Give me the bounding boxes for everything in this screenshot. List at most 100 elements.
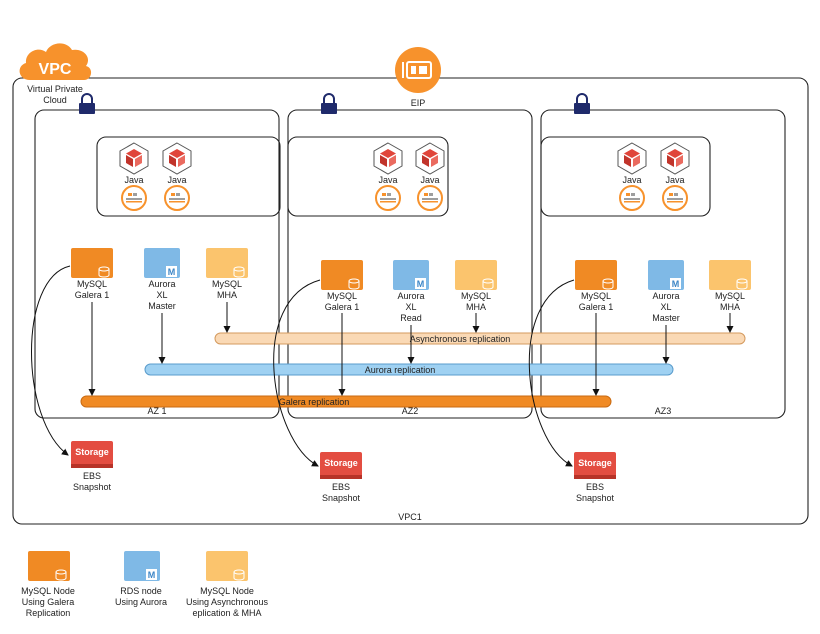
lock-icon — [573, 93, 591, 115]
app-tier-az2 — [287, 136, 449, 217]
aurora-node-icon — [648, 260, 684, 290]
db-label: XL — [405, 302, 416, 312]
vpc-caption-line2: Cloud — [43, 95, 67, 105]
vpc-badge: VPC — [39, 61, 72, 78]
java-cube-icon — [373, 142, 403, 175]
db-label: Galera 1 — [325, 302, 360, 312]
svg-text:EBS: EBS — [332, 482, 350, 492]
az2-label: AZ2 — [402, 406, 419, 416]
svg-text:Snapshot: Snapshot — [576, 493, 615, 503]
java-cube-icon — [415, 142, 445, 175]
db-label: MHA — [217, 290, 237, 300]
svg-text:MySQL Node: MySQL Node — [21, 586, 75, 596]
svg-text:Asynchronous replication: Asynchronous replication — [410, 334, 511, 344]
db-label: MySQL — [715, 291, 745, 301]
lock-icon — [78, 93, 96, 115]
db-label: MySQL — [77, 279, 107, 289]
svg-text:Snapshot: Snapshot — [322, 493, 361, 503]
eip-label: EIP — [411, 98, 426, 108]
aurora-replication-bar: Aurora replication — [144, 363, 674, 376]
mysql-mha-node-icon — [454, 259, 498, 291]
db-label: Master — [148, 301, 176, 311]
java-app-az3-1: Java — [617, 142, 647, 211]
app-tier-az1 — [96, 136, 281, 217]
svg-text:Java: Java — [378, 175, 397, 185]
process-icon — [164, 185, 190, 211]
storage-icon — [320, 452, 362, 479]
vpc-caption-line1: Virtual Private — [27, 84, 83, 94]
svg-text:Using Aurora: Using Aurora — [115, 597, 167, 607]
app-tier-az3 — [540, 136, 711, 217]
svg-text:Galera replication: Galera replication — [279, 397, 350, 407]
java-app-az3-2: Java — [660, 142, 690, 211]
svg-text:Using Galera: Using Galera — [22, 597, 75, 607]
java-app-az2-2: Java — [415, 142, 445, 211]
process-icon — [662, 185, 688, 211]
db-label: Aurora — [652, 291, 679, 301]
java-app-az2-1: Java — [373, 142, 403, 211]
db-label: MHA — [720, 302, 740, 312]
java-cube-icon — [119, 142, 149, 175]
mysql-galera-node-icon — [320, 259, 364, 291]
java-app-az1-2: Java — [162, 142, 192, 211]
svg-text:MySQL Node: MySQL Node — [200, 586, 254, 596]
aurora-node-icon — [393, 260, 429, 290]
db-label: XL — [156, 290, 167, 300]
legend-item-galera: MySQL Node Using Galera Replication — [21, 550, 75, 618]
eip-icon — [395, 47, 441, 93]
db-label: MySQL — [327, 291, 357, 301]
svg-text:Storage: Storage — [75, 447, 109, 457]
az3-boundary — [540, 109, 786, 419]
storage-icon — [71, 441, 113, 468]
java-cube-icon — [162, 142, 192, 175]
az1-boundary — [34, 109, 280, 419]
ebs-storage-az1: Storage EBS Snapshot — [71, 441, 113, 492]
legend: MySQL Node Using Galera Replication RDS … — [21, 550, 269, 618]
async-replication-bar: Asynchronous replication — [214, 332, 746, 345]
lock-icon — [320, 93, 338, 115]
db-label: Galera 1 — [579, 302, 614, 312]
process-icon — [417, 185, 443, 211]
java-cube-icon — [660, 142, 690, 175]
svg-text:Java: Java — [622, 175, 641, 185]
svg-text:EBS: EBS — [586, 482, 604, 492]
mysql-mha-node-icon — [205, 247, 249, 279]
mysql-mha-node-icon — [708, 259, 752, 291]
mysql-galera-node-icon — [27, 550, 71, 582]
process-icon — [375, 185, 401, 211]
vpc-cloud-icon: VPC — [19, 43, 92, 80]
aurora-node-icon — [144, 248, 180, 278]
legend-item-mha: MySQL Node Using Asynchronous eplication… — [186, 550, 269, 618]
aurora-node-icon — [124, 551, 160, 581]
svg-text:Java: Java — [124, 175, 143, 185]
vpc-label: VPC1 — [398, 512, 422, 522]
db-label: Aurora — [397, 291, 424, 301]
svg-text:Java: Java — [420, 175, 439, 185]
db-label: Read — [400, 313, 422, 323]
az2-boundary — [287, 109, 533, 419]
svg-text:Replication: Replication — [26, 608, 71, 618]
db-label: MySQL — [212, 279, 242, 289]
mysql-galera-node-icon — [70, 247, 114, 279]
db-label: Galera 1 — [75, 290, 110, 300]
db-label: XL — [660, 302, 671, 312]
process-icon — [121, 185, 147, 211]
mysql-galera-node-icon — [574, 259, 618, 291]
legend-item-aurora: RDS node Using Aurora — [115, 551, 167, 607]
db-label: Aurora — [148, 279, 175, 289]
db-label: Master — [652, 313, 680, 323]
process-icon — [619, 185, 645, 211]
ebs-storage-az2: Storage EBS Snapshot — [320, 452, 362, 503]
svg-text:EBS: EBS — [83, 471, 101, 481]
java-cube-icon — [617, 142, 647, 175]
svg-text:Java: Java — [665, 175, 684, 185]
az3-label: AZ3 — [655, 406, 672, 416]
svg-text:Java: Java — [167, 175, 186, 185]
az1-label: AZ 1 — [147, 406, 166, 416]
storage-icon — [574, 452, 616, 479]
ebs-storage-az3: Storage EBS Snapshot — [574, 452, 616, 503]
svg-text:eplication & MHA: eplication & MHA — [192, 608, 261, 618]
db-label: MySQL — [581, 291, 611, 301]
